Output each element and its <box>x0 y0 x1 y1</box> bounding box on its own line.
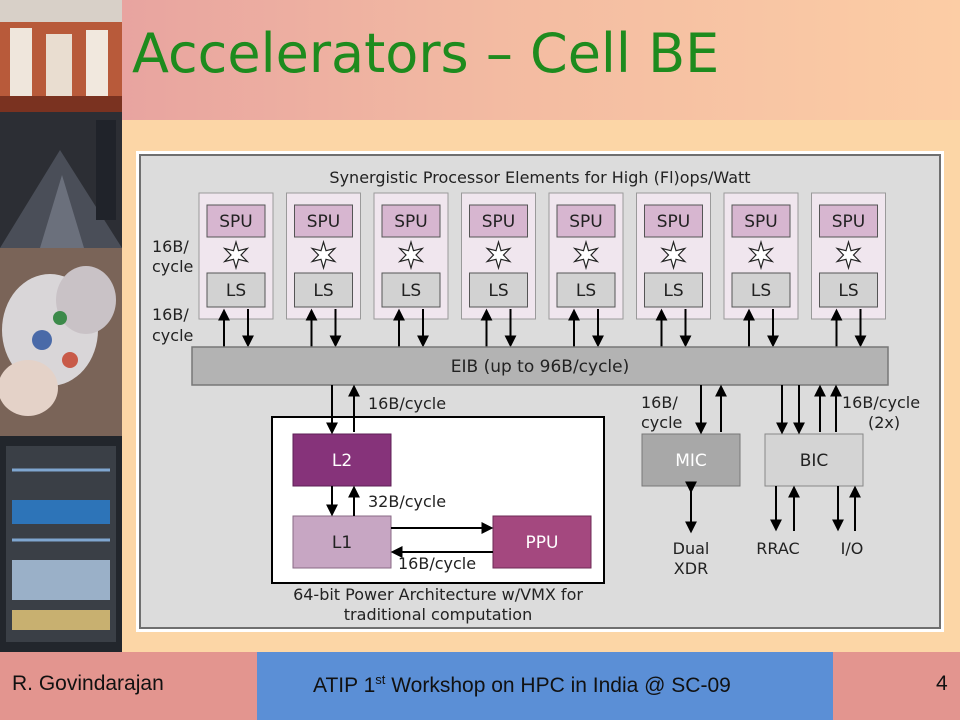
ls-label: LS <box>663 281 683 301</box>
spu-label: SPU <box>569 212 603 232</box>
server-rack-photo <box>0 436 122 652</box>
ppu-core <box>492 515 592 569</box>
ls-eib-bw-line1: 16B/ <box>152 305 189 324</box>
mic-label: MIC <box>675 451 707 471</box>
spu-label: SPU <box>744 212 778 232</box>
ls-label: LS <box>313 281 333 301</box>
spu-box <box>819 204 878 238</box>
spu-label: SPU <box>657 212 691 232</box>
corridor-photo <box>0 112 122 248</box>
spu-box <box>381 204 441 238</box>
ls-box <box>469 272 528 308</box>
star-icon <box>835 239 862 271</box>
footer-event-suffix: Workshop on HPC in India @ SC-09 <box>385 674 731 697</box>
ls-label: LS <box>226 281 246 301</box>
spe-array: SPU LS SPU LS SPU LS SPU LS SPU LS SPU LS SPU LS SPU LS <box>198 192 886 348</box>
footer-event: ATIP 1st Workshop on HPC in India @ SC-0… <box>313 672 731 698</box>
ls-box <box>206 272 266 308</box>
ls-box <box>294 272 353 308</box>
spu-label: SPU <box>482 212 516 232</box>
mic-output-line1: Dual <box>673 539 710 558</box>
star-icon <box>485 239 512 271</box>
footer-center-band <box>257 652 833 720</box>
bic-bw-line1: 16B/cycle <box>842 393 920 412</box>
ls-label: LS <box>751 281 771 301</box>
star-icon <box>660 239 687 271</box>
ppu-label: PPU <box>526 533 559 553</box>
ls-box <box>381 272 441 308</box>
bic-output-rrac: RRAC <box>756 539 799 558</box>
spu-box <box>556 204 616 238</box>
footer-left-band <box>0 652 257 720</box>
star-icon <box>310 239 337 271</box>
ls-eib-bw-line2: cycle <box>152 326 193 345</box>
spe-header: Synergistic Processor Elements for High … <box>329 168 750 187</box>
mic-bw-line1: 16B/ <box>641 393 678 412</box>
footer-event-sup: st <box>375 672 386 687</box>
ls-box <box>731 272 791 308</box>
l2-label: L2 <box>332 451 352 471</box>
diagram-frame: Synergistic Processor Elements for High … <box>136 151 944 632</box>
ls-label: LS <box>576 281 596 301</box>
spe-unit: SPU LS <box>723 192 799 348</box>
mic-block: MIC <box>641 433 741 487</box>
ppe-caption-line1: 64-bit Power Architecture w/VMX for <box>293 585 583 604</box>
spe-unit: SPU LS <box>636 192 711 348</box>
spe-unit: SPU LS <box>198 192 274 348</box>
spu-ls-bw-line2: cycle <box>152 257 193 276</box>
footer-right-band <box>833 652 960 720</box>
spu-ls-bw-line1: 16B/ <box>152 237 189 256</box>
star-icon <box>747 239 775 271</box>
star-icon <box>222 239 250 271</box>
star-icon <box>572 239 600 271</box>
spu-box <box>731 204 791 238</box>
mic-bw-line2: cycle <box>641 413 682 432</box>
ppe-block: L2 L1 PPU 64-bit Power Architecture w/VM… <box>271 416 605 624</box>
ppe-eib-bw: 16B/cycle <box>368 394 446 413</box>
ls-label: LS <box>838 281 858 301</box>
l1-cache <box>292 515 392 569</box>
bic-label: BIC <box>800 451 829 471</box>
spe-unit: SPU LS <box>373 192 449 348</box>
ls-box <box>819 272 878 308</box>
star-icon <box>397 239 425 271</box>
slide-title: Accelerators – Cell BE <box>132 22 720 85</box>
spu-label: SPU <box>219 212 253 232</box>
spe-unit: SPU LS <box>286 192 361 348</box>
l1-ppu-bw: 16B/cycle <box>398 554 476 573</box>
spu-label: SPU <box>832 212 866 232</box>
spu-box <box>469 204 528 238</box>
ls-box <box>644 272 703 308</box>
eib-bus: EIB (up to 96B/cycle) <box>191 346 889 386</box>
ppe-caption-line2: traditional computation <box>344 605 532 624</box>
spe-unit: SPU LS <box>461 192 536 348</box>
spe-unit: SPU LS <box>811 192 886 348</box>
bic-bw-line2: (2x) <box>868 413 900 432</box>
ls-label: LS <box>401 281 421 301</box>
l1-label: L1 <box>332 533 352 553</box>
bic-output-io: I/O <box>841 539 864 558</box>
spu-label: SPU <box>394 212 428 232</box>
photo-strip <box>0 0 122 652</box>
server-room-photo <box>0 0 122 112</box>
mic-output-line2: XDR <box>674 559 708 578</box>
ls-label: LS <box>488 281 508 301</box>
bic-block: BIC <box>764 433 864 487</box>
footer-event-prefix: ATIP 1 <box>313 674 376 697</box>
spe-unit: SPU LS <box>548 192 624 348</box>
title-band <box>122 0 960 120</box>
page-number: 4 <box>936 672 948 695</box>
spu-label: SPU <box>307 212 341 232</box>
spu-box <box>206 204 266 238</box>
l2-cache <box>292 433 392 487</box>
footer-author: R. Govindarajan <box>12 672 164 695</box>
cell-be-diagram: Synergistic Processor Elements for High … <box>139 154 941 629</box>
molecule-render-photo <box>0 248 122 436</box>
l2-l1-bw: 32B/cycle <box>368 492 446 511</box>
eib-label: EIB (up to 96B/cycle) <box>451 357 629 377</box>
ls-box <box>556 272 616 308</box>
spu-box <box>644 204 703 238</box>
spu-box <box>294 204 353 238</box>
